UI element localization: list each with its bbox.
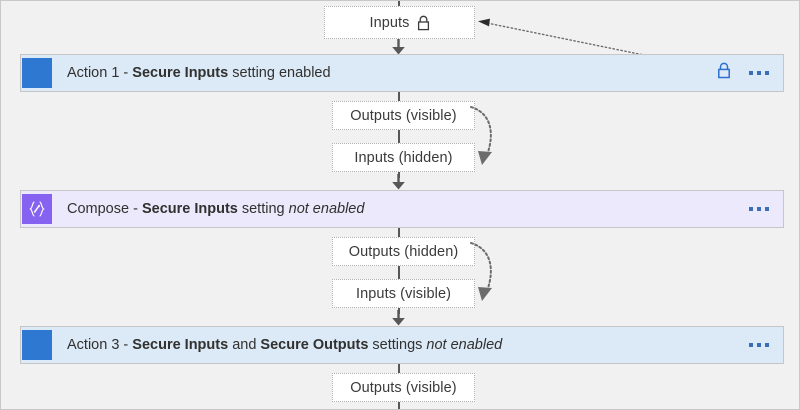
action3-italic-not-enabled: not enabled	[426, 337, 503, 353]
box-outputs-visible-2-label: Outputs (visible)	[350, 379, 457, 396]
compose-bold-secure-inputs: Secure Inputs	[141, 201, 238, 217]
connector-compose-to-outputs-hidden	[398, 228, 400, 237]
compose-prefix: Compose -	[67, 201, 142, 217]
action1-prefix: Action 1 -	[67, 65, 133, 81]
action3-mid2: settings	[368, 337, 427, 353]
ellipsis-menu-icon[interactable]	[747, 67, 771, 79]
box-outputs-visible-1: Outputs (visible)	[332, 101, 475, 130]
box-outputs-visible-2: Outputs (visible)	[332, 373, 475, 402]
action1-suffix: setting enabled	[228, 65, 331, 81]
compose-braces-icon	[22, 194, 52, 224]
action-row-action1[interactable]: Action 1 - Secure Inputs setting enabled	[20, 54, 784, 92]
connector-action3-to-outputs	[398, 364, 400, 373]
connector-arrow-to-action3	[392, 310, 405, 326]
box-top-inputs-label: Inputs	[369, 14, 410, 31]
action-square-icon	[22, 58, 52, 88]
box-outputs-visible-1-label: Outputs (visible)	[350, 107, 457, 124]
compose-mid: setting	[237, 201, 289, 217]
ellipsis-menu-icon[interactable]	[747, 203, 771, 215]
action-row-compose[interactable]: Compose - Secure Inputs setting not enab…	[20, 190, 784, 228]
connector-arrow-to-compose	[392, 174, 405, 190]
action3-bold-secure-inputs: Secure Inputs	[132, 337, 229, 353]
action3-bold-secure-outputs: Secure Outputs	[260, 337, 369, 353]
action-row-action3-label: Action 3 - Secure Inputs and Secure Outp…	[67, 337, 502, 353]
connector-top-stub	[398, 1, 400, 7]
connector-action1-to-outputs	[398, 92, 400, 101]
curved-arrow-outputs-to-inputs-1	[470, 106, 492, 165]
action3-prefix: Action 3 -	[67, 337, 133, 353]
box-outputs-hidden-label: Outputs (hidden)	[348, 243, 459, 260]
box-inputs-hidden-label: Inputs (hidden)	[354, 149, 453, 166]
action1-bold-secure-inputs: Secure Inputs	[132, 65, 229, 81]
compose-italic-not-enabled: not enabled	[288, 201, 365, 217]
action-square-icon	[22, 330, 52, 360]
box-inputs-visible-label: Inputs (visible)	[355, 285, 452, 302]
action-row-action3[interactable]: Action 3 - Secure Inputs and Secure Outp…	[20, 326, 784, 364]
box-outputs-hidden: Outputs (hidden)	[332, 237, 475, 266]
ellipsis-menu-icon[interactable]	[747, 339, 771, 351]
action-row-action1-label: Action 1 - Secure Inputs setting enabled	[67, 65, 331, 81]
action-row-compose-label: Compose - Secure Inputs setting not enab…	[67, 201, 364, 217]
connector-outputs-to-inputs-hidden	[398, 130, 400, 143]
box-inputs-hidden: Inputs (hidden)	[332, 143, 475, 172]
lock-icon	[417, 15, 430, 31]
connector-outputs-hidden-to-inputs-visible	[398, 266, 400, 279]
box-top-inputs: Inputs	[324, 6, 475, 39]
lock-icon	[717, 62, 731, 84]
connector-bottom-stub	[398, 402, 400, 409]
connector-arrow-inputs-to-action1	[392, 39, 405, 55]
action3-mid1: and	[228, 337, 261, 353]
box-inputs-visible: Inputs (visible)	[332, 279, 475, 308]
curved-arrow-outputs-to-inputs-2	[470, 242, 492, 301]
